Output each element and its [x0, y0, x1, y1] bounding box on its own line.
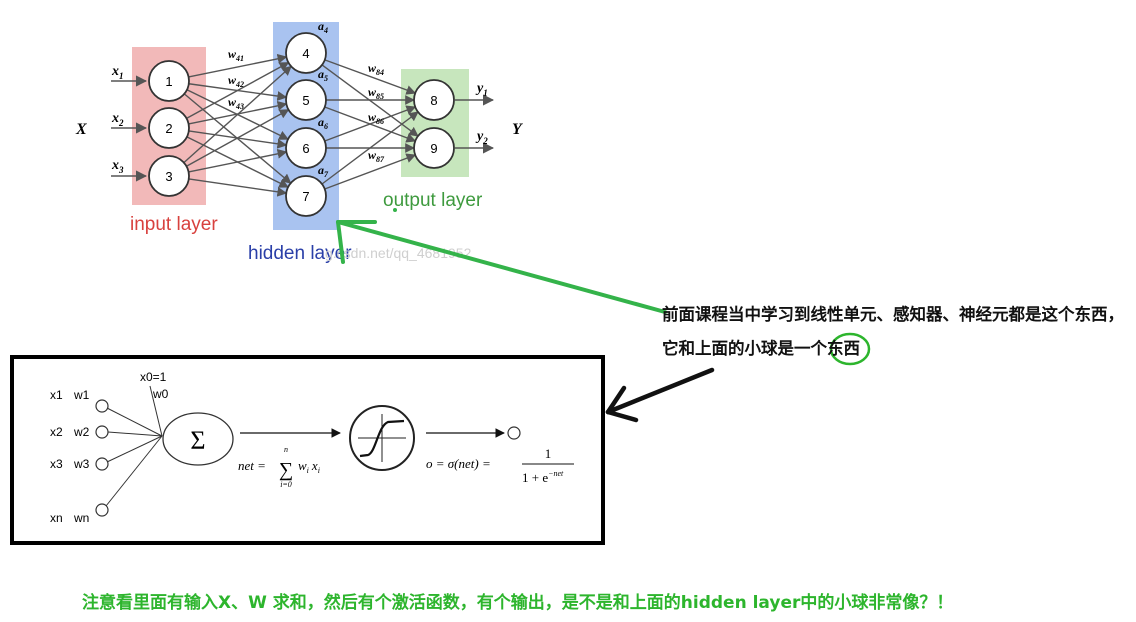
weight-label-w43: w43	[228, 95, 244, 111]
svg-text:3: 3	[165, 169, 172, 184]
input-node-2: 2	[148, 107, 190, 149]
edge-in3-h4	[183, 65, 292, 164]
edge-in3-h6	[188, 148, 288, 173]
svg-text:7: 7	[302, 189, 309, 204]
green-dot	[393, 208, 397, 212]
weight-label-w41: w41	[228, 47, 244, 63]
input-label-x3: x3	[111, 158, 124, 175]
output-node-9: 9	[413, 127, 455, 169]
perceptron-input-xn: xn	[50, 511, 63, 525]
perceptron-input-x3: x3	[50, 457, 63, 471]
output-formula: o = σ(net) =	[426, 456, 491, 471]
bottom-caption: 注意看里面有输入X、W 求和，然后有个激活函数，有个输出，是不是和上面的hidd…	[82, 593, 954, 613]
perceptron-input-x1: x1	[50, 388, 63, 402]
perceptron-bias-input: x0=1	[140, 370, 167, 384]
svg-text:1: 1	[165, 74, 172, 89]
sum-upper-limit: n	[284, 445, 288, 454]
fraction-denominator: 1 + e−net	[522, 469, 564, 485]
svg-text:8: 8	[430, 93, 437, 108]
weight-label-w84: w84	[368, 61, 384, 77]
perceptron-weight-w3: w3	[73, 457, 90, 471]
hidden-layer-label: hidden layer	[248, 243, 352, 264]
summation-symbol: ∑	[279, 459, 293, 481]
edge-in3-h5	[186, 109, 290, 167]
input-layer-label: input layer	[130, 214, 218, 235]
input-label-x2: x2	[111, 111, 124, 128]
svg-text:5: 5	[302, 93, 309, 108]
edge-h7-out8	[321, 111, 419, 185]
input-node-3: 3	[148, 155, 190, 197]
sum-symbol: Σ	[190, 426, 205, 455]
svg-text:4: 4	[302, 46, 309, 61]
edge-h7-out9	[324, 153, 417, 190]
green-pointer-arrow	[336, 220, 667, 314]
output-label-y1: y1	[475, 81, 488, 98]
weight-label-w86: w86	[368, 110, 384, 126]
sigmoid-curve	[359, 419, 405, 458]
input-node-1: 1	[148, 60, 190, 102]
network-connections	[183, 53, 419, 197]
output-node	[507, 426, 521, 440]
svg-text:6: 6	[302, 141, 309, 156]
output-layer-label: output layer	[383, 190, 483, 211]
hidden-node-5: 5	[285, 79, 327, 121]
perceptron-bias-weight: w0	[152, 387, 169, 401]
svg-text:2: 2	[165, 121, 172, 136]
sum-lower-limit: i=0	[280, 480, 292, 489]
hidden-node-6: 6	[285, 127, 327, 169]
input-vector-label: X	[75, 121, 87, 138]
output-vector-label: Y	[512, 121, 523, 138]
svg-text:9: 9	[430, 141, 437, 156]
edge-h6-out8	[324, 105, 417, 142]
activation-label-a6: a6	[318, 115, 328, 131]
weight-label-w42: w42	[228, 73, 244, 89]
black-pointer-arrow	[605, 367, 715, 423]
weight-label-w87: w87	[368, 148, 385, 164]
output-label-y2: y2	[475, 129, 488, 146]
edge-in1-h4	[188, 53, 288, 78]
sum-node	[162, 412, 234, 466]
perceptron-weight-wn: wn	[73, 511, 89, 525]
activation-label-a4: a4	[318, 19, 328, 35]
annotation-note: 前面课程当中学习到线性单元、感知器、神经元都是这个东西，它和上面的小球是一个东西	[662, 305, 1124, 358]
input-label-x1: x1	[111, 64, 124, 81]
perceptron-frame	[10, 355, 605, 545]
perceptron-input-x2: x2	[50, 425, 63, 439]
perceptron-diagram: x1 w1 x2 w2 x3 w3 xn wn x0=1 w0 Σ net = …	[10, 355, 605, 545]
activation-label-a7: a7	[318, 163, 329, 179]
edge-h4-out8	[324, 59, 417, 95]
perceptron-weight-w1: w1	[73, 388, 90, 402]
perceptron-weight-w2: w2	[73, 425, 90, 439]
weight-label-w85: w85	[368, 85, 384, 101]
output-node-8: 8	[413, 79, 455, 121]
net-formula: net =	[238, 458, 266, 473]
hidden-node-4: 4	[285, 32, 327, 74]
highlight-circle	[829, 332, 871, 366]
activation-label-a5: a5	[318, 67, 328, 83]
neural-network-diagram: 1 2 3 4 5 6 7 8 9 X Y x1 x2 x3 y1 y2 a4 …	[75, 19, 523, 264]
fraction-numerator: 1	[545, 446, 552, 461]
edge-in3-h7	[188, 178, 288, 197]
edge-in2-h4	[186, 61, 290, 120]
hidden-node-7: 7	[285, 175, 327, 217]
